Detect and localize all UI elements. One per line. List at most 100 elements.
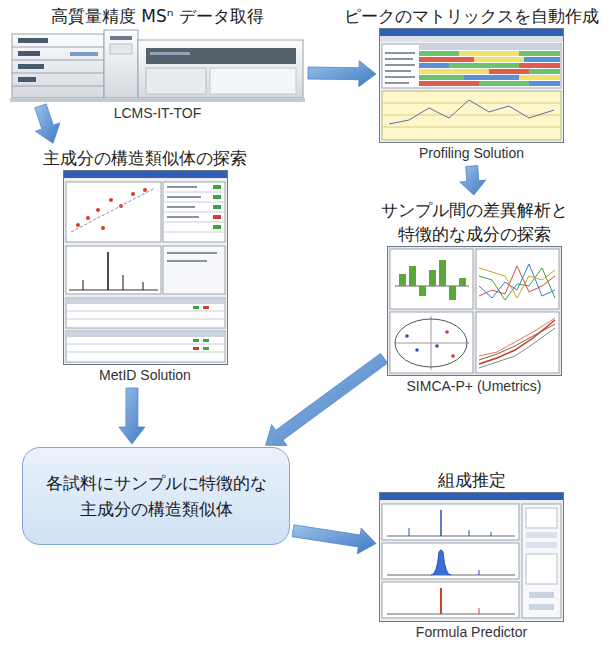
software-screenshot <box>63 170 228 365</box>
illustration-part <box>529 81 560 86</box>
illustration-part <box>419 63 449 68</box>
illustration-part <box>193 347 199 350</box>
flow-arrow <box>266 353 388 445</box>
illustration-part <box>380 493 564 622</box>
illustration-part <box>382 44 561 88</box>
illustration-part <box>409 528 410 536</box>
illustration-part <box>96 208 100 212</box>
illustration-part <box>479 320 555 364</box>
illustration-part <box>110 36 132 40</box>
illustration-part <box>419 45 560 50</box>
illustration-part <box>67 332 224 337</box>
illustration-part <box>519 75 560 80</box>
tool-name: MetID Solution <box>15 365 275 385</box>
illustration-part <box>380 36 563 42</box>
illustration-part <box>479 268 555 298</box>
illustration-part <box>167 216 199 218</box>
illustration-part <box>529 69 560 74</box>
illustration-part <box>66 298 225 328</box>
illustration-part <box>12 60 104 61</box>
illustration-part <box>440 588 442 614</box>
illustration-part <box>12 34 104 98</box>
illustration-part <box>419 286 426 296</box>
illustration-part <box>167 196 201 198</box>
illustration-part <box>529 592 554 598</box>
tool-name: SIMCA-P+ (Umetrics) <box>340 376 608 396</box>
illustration-part <box>439 260 446 286</box>
illustration-part <box>380 493 563 500</box>
illustration-part <box>419 51 459 56</box>
illustration-part <box>107 252 109 290</box>
illustration-part <box>86 216 90 220</box>
illustration-part <box>469 530 470 536</box>
flow-arrow <box>460 166 486 195</box>
illustration-part <box>476 249 559 309</box>
illustration-part <box>390 249 473 309</box>
illustration-part <box>387 614 515 615</box>
illustration-part <box>142 282 143 290</box>
illustration-part <box>110 44 132 54</box>
illustration-part <box>163 212 225 213</box>
illustration-part <box>529 604 554 610</box>
illustration-part <box>479 318 555 356</box>
illustration-part <box>431 550 451 575</box>
illustration-part <box>449 63 519 68</box>
illustration-part <box>474 57 524 62</box>
illustration-part <box>385 82 409 84</box>
illustration-part <box>138 40 303 98</box>
illustration-part <box>213 225 221 229</box>
illustration-part <box>382 582 519 618</box>
illustration-part <box>146 48 296 64</box>
illustration-part <box>526 532 557 538</box>
illustration-part <box>390 312 473 373</box>
tool-panel: 組成推定 Formula Predictor <box>335 468 608 642</box>
illustration-part <box>380 29 564 143</box>
illustration-part <box>193 339 199 342</box>
illustration-part <box>203 306 209 309</box>
illustration-part <box>193 306 199 309</box>
flow-arrow <box>119 388 145 444</box>
illustration-part <box>382 127 561 128</box>
illustration-part <box>66 246 161 294</box>
flow-arrow <box>292 525 376 554</box>
illustration-part <box>524 57 560 62</box>
result-box: 各試料にサンプルに特徴的な 主成分の構造類似体 <box>22 447 290 545</box>
illustration-part <box>380 29 563 36</box>
illustration-part <box>459 278 466 286</box>
illustration-part <box>167 260 207 262</box>
illustration-part <box>387 536 515 537</box>
illustration-part <box>213 185 221 189</box>
illustration-part <box>385 76 415 78</box>
illustration-part <box>76 223 80 227</box>
illustration-part <box>12 86 104 87</box>
step-heading: サンプル間の差異解析と 特徴的な成分の探索 <box>340 198 608 246</box>
illustration-part <box>382 91 561 140</box>
illustration-part <box>210 68 296 94</box>
illustration-part <box>203 347 209 350</box>
illustration-part <box>526 508 557 528</box>
tool-name: Profiling Solution <box>335 143 608 163</box>
illustration-part <box>109 198 113 202</box>
illustration-part <box>445 330 449 334</box>
illustration-part <box>203 339 209 342</box>
illustration-part <box>451 354 455 358</box>
illustration-part <box>405 334 409 338</box>
illustration-part <box>66 331 225 362</box>
illustration-part <box>409 266 416 286</box>
illustration-part <box>435 344 439 348</box>
illustration-part <box>63 171 227 365</box>
illustration-part <box>66 182 161 242</box>
illustration-part <box>382 504 519 540</box>
illustration-part <box>479 264 555 298</box>
illustration-part <box>491 532 492 536</box>
illustration-part <box>163 202 225 203</box>
box-content: 各試料にサンプルに特徴的な 主成分の構造類似体 <box>35 470 277 522</box>
illustration-part <box>163 232 225 233</box>
illustration-part <box>82 280 83 290</box>
illustration-part <box>440 510 442 536</box>
illustration-part <box>18 64 44 69</box>
step-heading: 高質量精度 MSⁿ データ取得 <box>5 4 310 28</box>
illustration-part <box>66 319 225 320</box>
illustration-part <box>66 352 225 353</box>
